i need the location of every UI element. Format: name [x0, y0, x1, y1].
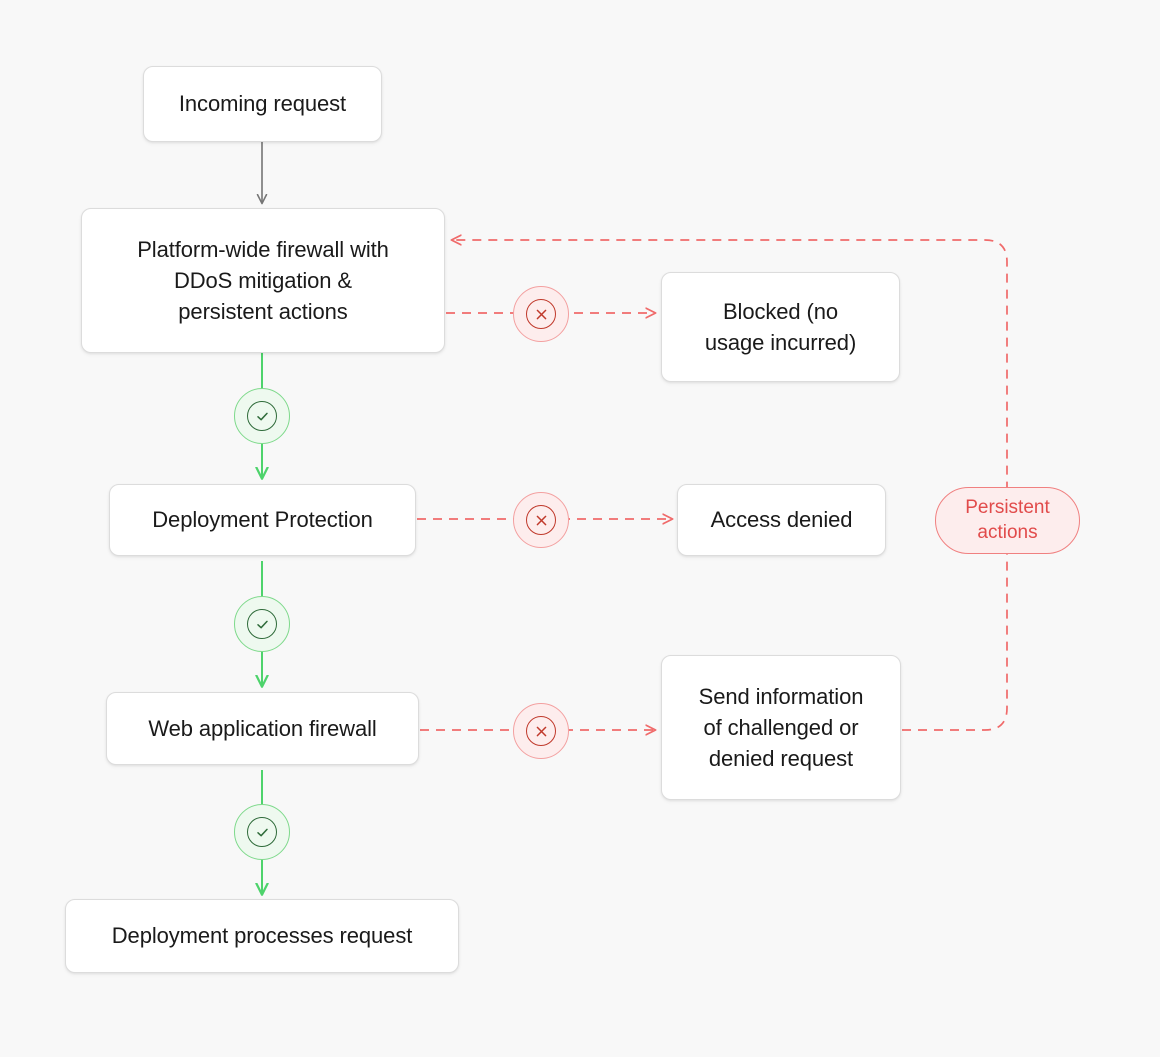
circle-check-icon: [247, 401, 277, 431]
node-deployment-processes-request[interactable]: Deployment processes request: [65, 899, 459, 973]
badge-denied-waf[interactable]: [513, 703, 569, 759]
circle-x-icon: [526, 505, 556, 535]
node-web-application-firewall-label: Web application firewall: [148, 715, 377, 741]
node-incoming-request[interactable]: Incoming request: [143, 66, 382, 142]
node-platform-firewall-label: Platform-wide firewall with DDoS mitigat…: [137, 236, 389, 325]
node-send-information-label: Send information of challenged or denied…: [698, 683, 864, 772]
edge-persistent-actions-return: [452, 240, 1008, 731]
badge-denied-deployment-protection[interactable]: [513, 492, 569, 548]
node-send-information[interactable]: Send information of challenged or denied…: [661, 655, 901, 800]
circle-x-icon: [526, 299, 556, 329]
node-deployment-protection-label: Deployment Protection: [152, 507, 373, 533]
circle-check-icon: [247, 609, 277, 639]
edge-label-persistent-actions-text: Persistent actions: [965, 496, 1050, 543]
badge-allowed-deployment-protection[interactable]: [234, 596, 290, 652]
node-blocked[interactable]: Blocked (no usage incurred): [661, 272, 900, 382]
edge-label-persistent-actions[interactable]: Persistent actions: [935, 487, 1080, 554]
node-deployment-processes-request-label: Deployment processes request: [111, 923, 413, 949]
node-access-denied[interactable]: Access denied: [677, 484, 886, 556]
node-web-application-firewall[interactable]: Web application firewall: [106, 692, 419, 765]
node-platform-firewall[interactable]: Platform-wide firewall with DDoS mitigat…: [81, 208, 445, 353]
badge-denied-firewall[interactable]: [513, 286, 569, 342]
circle-x-icon: [526, 716, 556, 746]
circle-check-icon: [247, 817, 277, 847]
node-incoming-request-label: Incoming request: [178, 91, 347, 117]
badge-allowed-waf[interactable]: [234, 804, 290, 860]
node-deployment-protection[interactable]: Deployment Protection: [109, 484, 416, 556]
node-blocked-label: Blocked (no usage incurred): [704, 298, 857, 355]
node-access-denied-label: Access denied: [710, 507, 853, 533]
badge-allowed-firewall[interactable]: [234, 388, 290, 444]
